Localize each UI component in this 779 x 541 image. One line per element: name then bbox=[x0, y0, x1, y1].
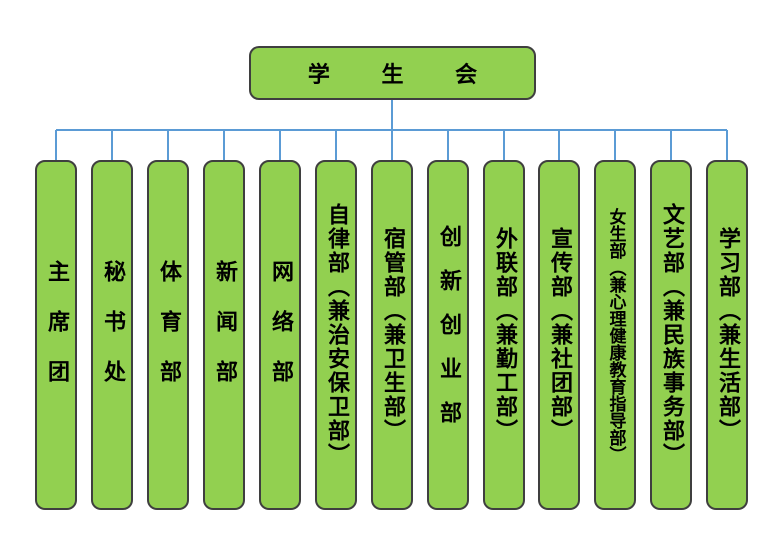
dept-label: 宣传部（兼社团部） bbox=[547, 227, 572, 443]
dept-label: 外联部（兼勤工部） bbox=[492, 227, 517, 443]
dept-secretariat: 秘书处 bbox=[91, 160, 133, 510]
dept-label: 创新创业部 bbox=[436, 225, 461, 445]
dept-self-discipline: 自律部（兼治安保卫部） bbox=[315, 160, 357, 510]
dept-label: 主席团 bbox=[44, 260, 69, 410]
dept-news: 新闻部 bbox=[203, 160, 245, 510]
dept-external-relations: 外联部（兼勤工部） bbox=[483, 160, 525, 510]
dept-publicity: 宣传部（兼社团部） bbox=[538, 160, 580, 510]
dept-label: 新闻部 bbox=[212, 260, 237, 410]
dept-sports: 体育部 bbox=[147, 160, 189, 510]
dept-presidium: 主席团 bbox=[35, 160, 77, 510]
dept-label: 宿管部（兼卫生部） bbox=[380, 227, 405, 443]
dept-label: 学习部（兼生活部） bbox=[715, 227, 740, 443]
root-label: 学 生 会 bbox=[307, 63, 500, 88]
dept-network: 网络部 bbox=[259, 160, 301, 510]
dept-innovation: 创新创业部 bbox=[427, 160, 469, 510]
dept-label: 文艺部（兼民族事务部） bbox=[659, 203, 684, 467]
dept-arts: 文艺部（兼民族事务部） bbox=[650, 160, 692, 510]
dept-dormitory: 宿管部（兼卫生部） bbox=[371, 160, 413, 510]
dept-label: 体育部 bbox=[156, 260, 181, 410]
dept-label: 秘书处 bbox=[100, 260, 125, 410]
dept-label: 网络部 bbox=[268, 260, 293, 410]
dept-female-students: 女生部（兼心理健康教育指导部） bbox=[594, 160, 636, 510]
dept-label: 女生部（兼心理健康教育指导部） bbox=[605, 207, 626, 463]
dept-label: 自律部（兼治安保卫部） bbox=[324, 203, 349, 467]
student-union-root-node: 学 生 会 bbox=[249, 46, 536, 100]
dept-study: 学习部（兼生活部） bbox=[706, 160, 748, 510]
branch-lines bbox=[55, 130, 728, 160]
